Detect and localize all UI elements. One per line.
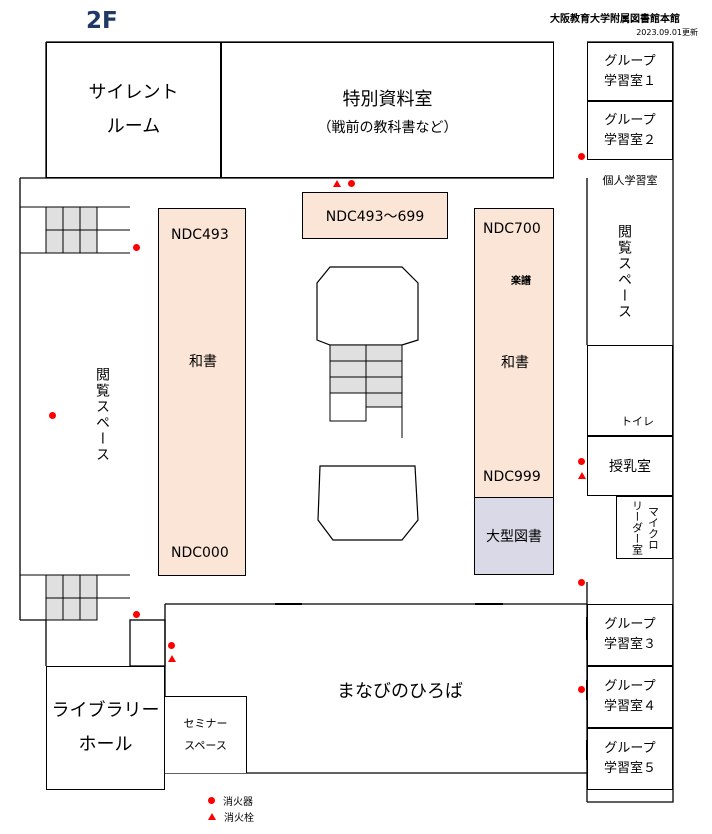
fire-extinguisher-icon xyxy=(168,642,175,649)
group3-line1: グループ xyxy=(604,617,656,632)
library-title: 大阪教育大学附属図書館本館 xyxy=(550,14,680,25)
atrium-upper xyxy=(316,266,419,346)
microreader-room[interactable]: マイクロ リーダー室 xyxy=(616,496,673,559)
library-hall-line2: ホール xyxy=(78,734,133,755)
group1-line1: グループ xyxy=(604,53,656,69)
group-study-room-3[interactable]: グループ 学習室３ xyxy=(587,604,673,666)
fire-extinguisher-icon xyxy=(133,611,140,618)
group-study-room-5[interactable]: グループ 学習室５ xyxy=(587,728,673,790)
shelf-right-top: NDC700 xyxy=(483,221,541,237)
microreader-line1: マイクロ xyxy=(646,505,660,550)
group5-line1: グループ xyxy=(604,741,656,756)
seminar-line1: セミナー xyxy=(183,717,228,730)
nursing-room[interactable]: 授乳室 xyxy=(587,436,673,496)
legend: 消火器 消火栓 xyxy=(208,792,254,824)
group-study-room-4[interactable]: グループ 学習室４ xyxy=(587,666,673,728)
legend-hydrant: 消火栓 xyxy=(224,812,254,824)
shelf-center[interactable]: NDC493～699 xyxy=(302,192,448,239)
fire-extinguisher-icon xyxy=(578,153,585,160)
library-hall-line1: ライブラリー xyxy=(51,700,160,721)
reading-space-left: 閲覧スペース xyxy=(94,367,110,463)
group4-line1: グループ xyxy=(604,679,656,694)
fire-extinguisher-icon xyxy=(578,686,585,693)
shelf-left-top: NDC493 xyxy=(171,227,229,243)
shelf-right-middle: 和書 xyxy=(501,355,529,371)
toilet-room[interactable]: トイレ xyxy=(587,345,673,436)
stairs-center xyxy=(329,344,403,408)
fire-extinguisher-icon xyxy=(578,579,585,586)
silent-room[interactable]: サイレント ルーム xyxy=(46,42,221,178)
fire-hydrant-icon xyxy=(168,655,176,662)
large-books-shelf[interactable]: 大型図書 xyxy=(474,497,554,575)
shelf-left[interactable]: NDC493 和書 NDC000 xyxy=(158,208,246,576)
manabi-plaza-label: まなびのひろば xyxy=(337,681,463,702)
fire-hydrant-icon xyxy=(578,472,586,479)
toilet-label: トイレ xyxy=(621,415,654,428)
reading-space-right: 閲覧スペース xyxy=(616,224,632,320)
fire-extinguisher-icon xyxy=(578,458,585,465)
fire-extinguisher-icon xyxy=(208,796,215,804)
fire-extinguisher-icon xyxy=(348,180,355,187)
nursing-room-label: 授乳室 xyxy=(609,459,651,475)
special-materials-note: （戦前の教科書など） xyxy=(317,120,458,136)
large-books-label: 大型図書 xyxy=(486,529,542,545)
legend-extinguisher: 消火器 xyxy=(223,796,253,808)
silent-room-line1: サイレント xyxy=(88,82,179,103)
fire-hydrant-icon xyxy=(333,180,341,187)
group5-line2: 学習室５ xyxy=(603,761,656,776)
library-hall[interactable]: ライブラリー ホール xyxy=(46,666,165,790)
shelf-center-label: NDC493～699 xyxy=(325,208,425,225)
shelf-right-music: 楽譜 xyxy=(511,276,531,287)
fire-hydrant-icon xyxy=(208,812,216,820)
atrium-lower xyxy=(317,465,419,541)
shelf-right[interactable]: NDC700 楽譜 和書 NDC999 xyxy=(474,208,554,498)
group-study-room-1[interactable]: グループ 学習室１ xyxy=(587,42,673,101)
seminar-line2: スペース xyxy=(184,739,227,752)
fire-extinguisher-icon xyxy=(133,244,140,251)
shelf-left-middle: 和書 xyxy=(189,354,217,370)
special-materials-room[interactable]: 特別資料室 （戦前の教科書など） xyxy=(221,42,554,178)
shelf-left-bottom: NDC000 xyxy=(171,545,229,561)
group-study-room-2[interactable]: グループ 学習室２ xyxy=(587,101,673,160)
special-materials-label: 特別資料室 xyxy=(342,89,433,110)
group1-line2: 学習室１ xyxy=(603,73,656,89)
stairs-upper-left xyxy=(45,206,98,254)
seminar-space[interactable]: セミナー スペース xyxy=(165,696,247,773)
group3-line2: 学習室３ xyxy=(603,637,656,652)
floor-label: 2F xyxy=(86,8,118,34)
group4-line2: 学習室４ xyxy=(603,699,656,714)
silent-room-line2: ルーム xyxy=(106,116,161,137)
updated-date: 2023.09.01更新 xyxy=(636,28,698,37)
group2-line1: グループ xyxy=(604,112,656,128)
personal-study-label: 個人学習室 xyxy=(602,174,658,187)
microreader-line2: リーダー室 xyxy=(630,500,644,555)
fire-extinguisher-icon xyxy=(49,412,56,419)
stairs-lower-left xyxy=(45,574,98,621)
shelf-right-bottom: NDC999 xyxy=(483,469,541,485)
group2-line2: 学習室２ xyxy=(603,132,656,148)
